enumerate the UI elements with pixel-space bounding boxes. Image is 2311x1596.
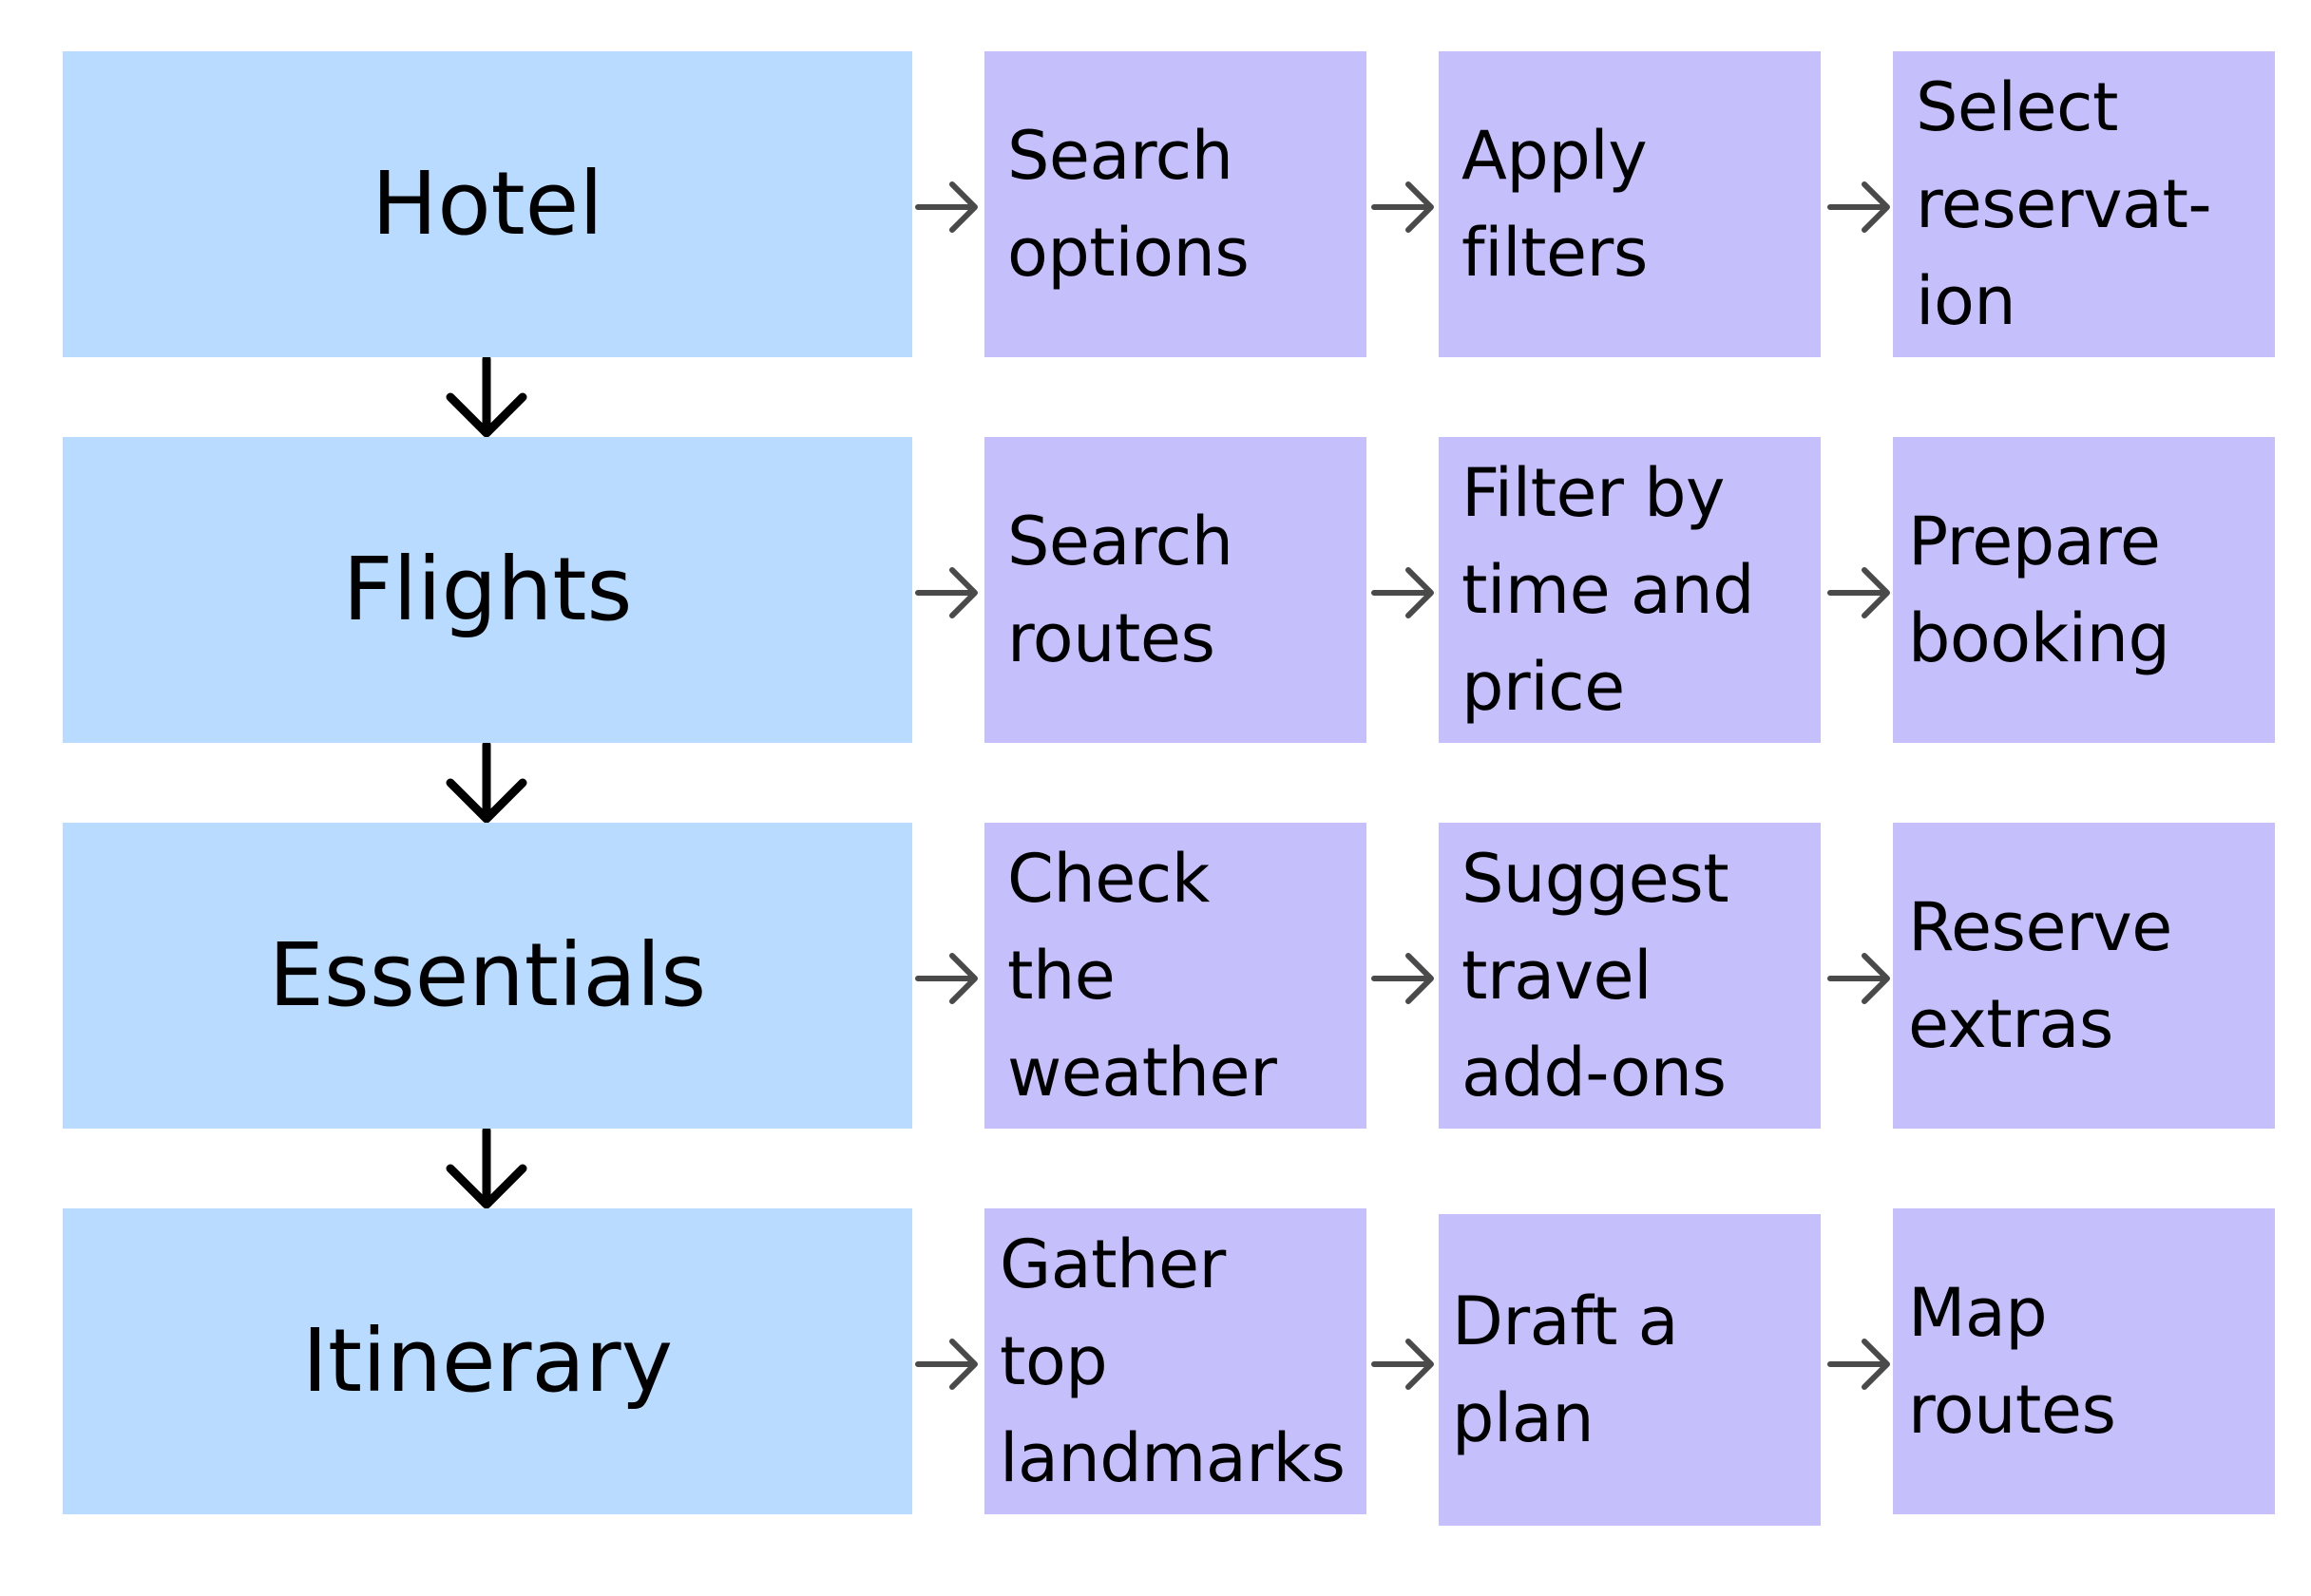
step-box-flights-1: Search routes [984, 437, 1366, 743]
category-box-essentials-label: Essentials [268, 924, 707, 1027]
category-box-flights: Flights [63, 437, 912, 743]
right-arrow-icon-itinerary-1 [915, 1339, 978, 1390]
step-box-hotel-1-label: Search options [1007, 116, 1250, 292]
step-box-itinerary-2-label: Draft a plan [1452, 1282, 1679, 1457]
right-arrow-icon-hotel-2 [1371, 181, 1434, 233]
step-box-hotel-2-label: Apply filters [1461, 116, 1648, 292]
category-box-hotel: Hotel [63, 51, 912, 357]
step-box-flights-2: Filter by time and price [1439, 437, 1821, 743]
step-box-essentials-3-label: Reserve extras [1908, 887, 2172, 1063]
category-box-essentials: Essentials [63, 823, 912, 1129]
right-arrow-icon-essentials-3 [1827, 953, 1890, 1004]
step-box-hotel-1: Search options [984, 51, 1366, 357]
step-box-flights-3-label: Prepare booking [1908, 502, 2170, 677]
step-box-essentials-2: Suggest travel add-ons [1439, 823, 1821, 1129]
right-arrow-icon-flights-3 [1827, 567, 1890, 618]
right-arrow-icon-itinerary-2 [1371, 1339, 1434, 1390]
step-box-flights-3: Prepare booking [1893, 437, 2275, 743]
step-box-itinerary-3-label: Map routes [1908, 1273, 2116, 1449]
step-box-essentials-1: Check the weather [984, 823, 1366, 1129]
right-arrow-icon-flights-1 [915, 567, 978, 618]
down-arrow-icon-3 [446, 1126, 527, 1209]
right-arrow-icon-flights-2 [1371, 567, 1434, 618]
right-arrow-icon-itinerary-3 [1827, 1339, 1890, 1390]
right-arrow-icon-hotel-3 [1827, 181, 1890, 233]
category-box-itinerary-label: Itinerary [301, 1310, 674, 1413]
down-arrow-icon-1 [446, 354, 527, 438]
step-box-hotel-2: Apply filters [1439, 51, 1821, 357]
right-arrow-icon-essentials-2 [1371, 953, 1434, 1004]
step-box-essentials-2-label: Suggest travel add-ons [1461, 839, 1729, 1112]
category-box-hotel-label: Hotel [372, 153, 603, 256]
step-box-itinerary-1-label: Gather top landmarks [1000, 1225, 1346, 1498]
step-box-itinerary-1: Gather top landmarks [984, 1208, 1366, 1514]
right-arrow-icon-hotel-1 [915, 181, 978, 233]
down-arrow-icon-2 [446, 740, 527, 824]
step-box-essentials-3: Reserve extras [1893, 823, 2275, 1129]
step-box-itinerary-2: Draft a plan [1439, 1214, 1821, 1526]
step-box-essentials-1-label: Check the weather [1007, 839, 1277, 1112]
step-box-hotel-3: Select reservat- ion [1893, 51, 2275, 357]
right-arrow-icon-essentials-1 [915, 953, 978, 1004]
step-box-flights-2-label: Filter by time and price [1461, 453, 1755, 727]
step-box-hotel-3-label: Select reservat- ion [1916, 67, 2212, 341]
category-box-flights-label: Flights [342, 539, 633, 641]
category-box-itinerary: Itinerary [63, 1208, 912, 1514]
step-box-itinerary-3: Map routes [1893, 1208, 2275, 1514]
step-box-flights-1-label: Search routes [1007, 502, 1233, 677]
